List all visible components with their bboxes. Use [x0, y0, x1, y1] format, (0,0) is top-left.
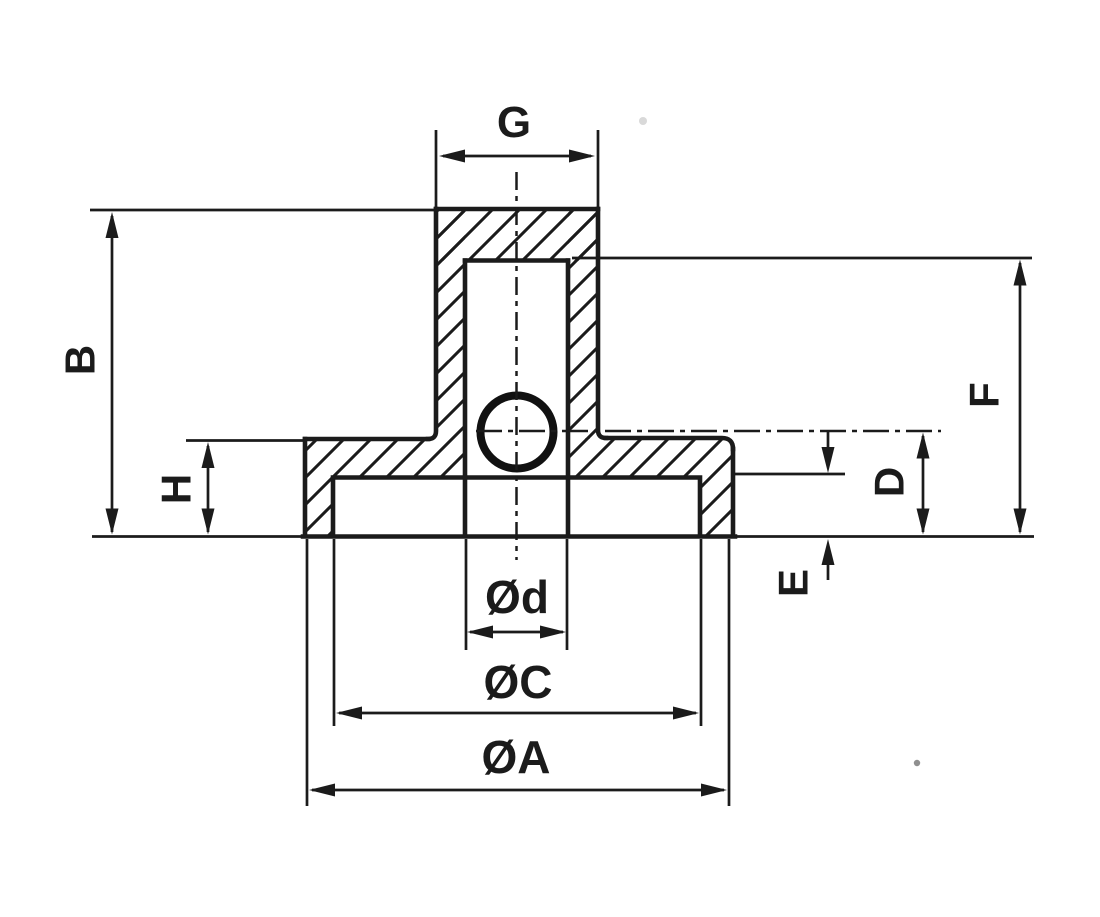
dimension-b: B	[57, 208, 434, 538]
e-arrow-down	[821, 447, 835, 473]
b-arrow-top	[105, 212, 119, 238]
f-arrow-bottom	[1013, 508, 1027, 535]
dim-label-dia-d: Ød	[485, 571, 549, 623]
dia-d-arrow-right	[540, 625, 566, 639]
dim-label-d: D	[866, 467, 913, 497]
dia-c-arrow-left	[336, 706, 362, 720]
hatch-flange-web-left	[305, 439, 465, 478]
hatch-flange-rim-right	[700, 478, 733, 536]
dim-label-h: H	[153, 474, 200, 504]
d-arrow-bottom	[916, 508, 930, 535]
hatch-flange-web-right	[568, 438, 733, 478]
h-arrow-bottom	[201, 508, 215, 535]
dimension-e: E	[735, 431, 845, 597]
dimension-f: F	[572, 256, 1034, 538]
dia-d-arrow-left	[467, 625, 493, 639]
dimension-dia-d: Ød	[464, 539, 569, 650]
g-arrow-right	[569, 149, 595, 163]
dia-c-arrow-right	[673, 706, 699, 720]
dim-label-dia-a: ØA	[482, 731, 551, 783]
b-arrow-bottom	[105, 508, 119, 535]
dimension-h: H	[153, 439, 303, 535]
hatch-flange-rim-left	[305, 478, 333, 536]
scan-speck-top	[639, 117, 647, 125]
f-arrow-top	[1013, 259, 1027, 286]
g-arrow-left	[439, 149, 465, 163]
dim-label-b: B	[57, 345, 104, 375]
dim-label-g: G	[497, 98, 531, 147]
dim-label-dia-c: ØC	[484, 656, 553, 708]
dia-a-arrow-right	[701, 783, 727, 797]
dim-label-e: E	[770, 569, 817, 597]
scan-speck-bottom	[913, 759, 921, 767]
dimension-d: D	[866, 432, 930, 535]
h-arrow-top	[201, 442, 215, 468]
boss-left-wall	[425, 206, 439, 442]
centerlines	[476, 172, 941, 560]
dimension-dia-c: ØC	[332, 539, 703, 726]
section-hatching	[305, 209, 733, 536]
dimension-g: G	[434, 98, 600, 207]
dimension-dia-a: ØA	[305, 539, 731, 806]
e-arrow-up	[821, 539, 835, 565]
dim-label-f: F	[961, 382, 1008, 408]
boss-right-wall	[595, 206, 609, 441]
d-arrow-top	[916, 432, 930, 459]
dia-a-arrow-left	[309, 783, 335, 797]
